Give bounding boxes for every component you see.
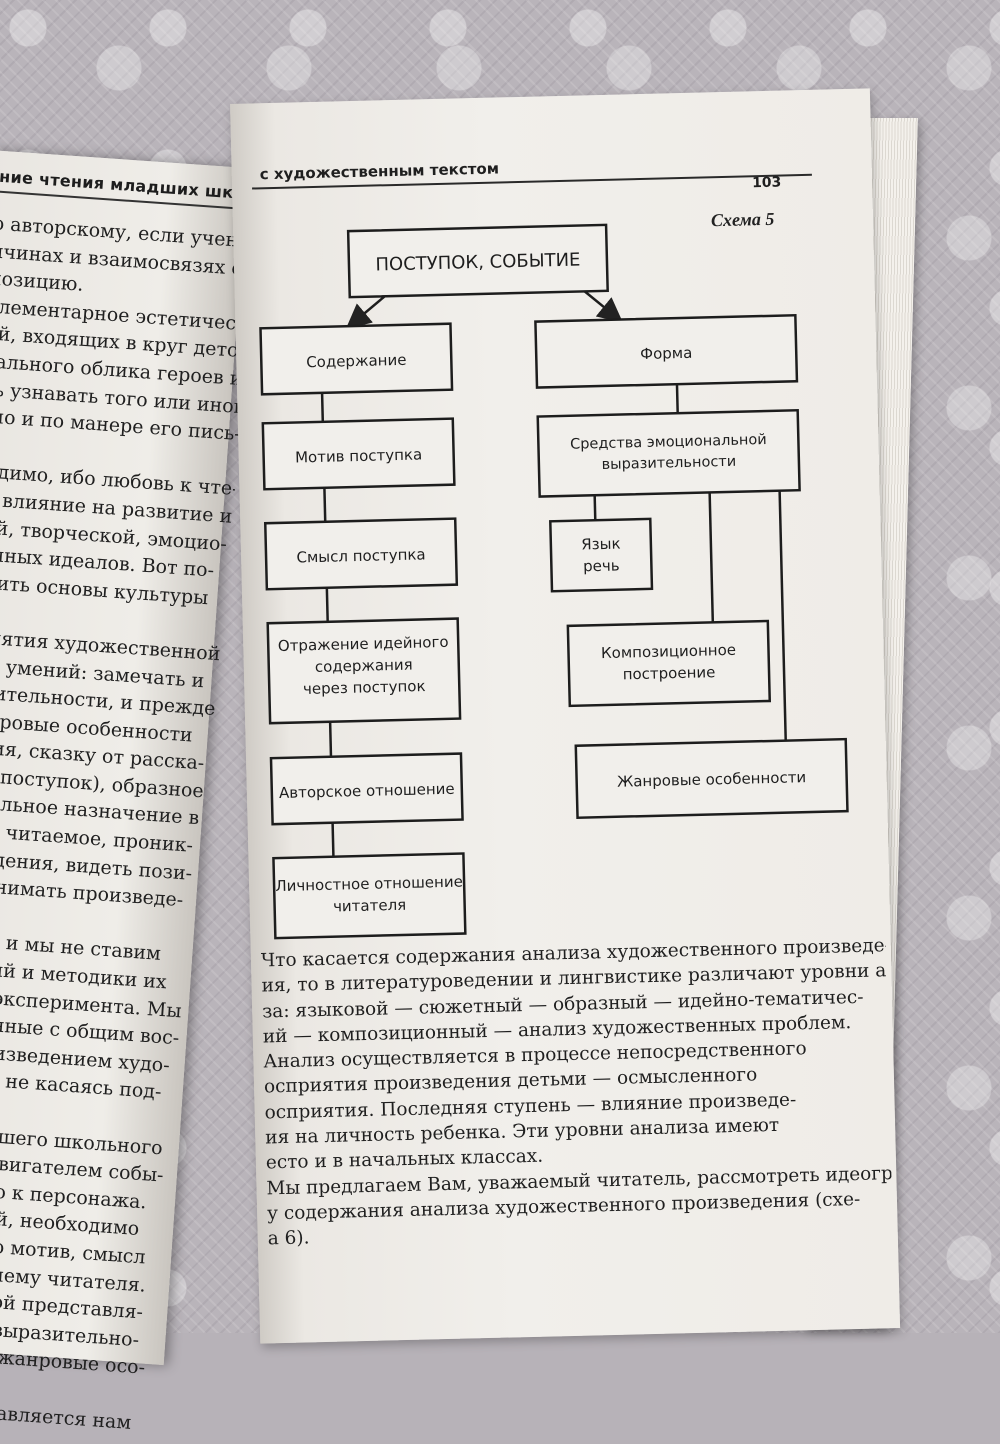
genre-label: Жанровые особенности <box>617 768 807 791</box>
connector <box>708 492 715 623</box>
right-page: с художественным текстом 103 Схема 5 <box>230 88 901 1344</box>
connector <box>320 392 325 422</box>
reflection-box <box>266 617 462 725</box>
connector <box>328 721 333 757</box>
left-arrow <box>345 295 386 330</box>
scheme-diagram: ПОСТУПОК, СОБЫТИЕ Содержание Мотив посту… <box>259 223 849 940</box>
language-label: Языкречь <box>581 535 621 576</box>
reader-attitude-label: Личностное отношениечитателя <box>275 873 463 917</box>
connector <box>778 490 787 741</box>
means-box <box>536 408 801 498</box>
composition-box <box>566 619 772 708</box>
right-arrow <box>583 290 623 323</box>
connector <box>593 495 597 521</box>
composition-label: Композиционноепостроение <box>601 641 737 684</box>
right-page-text: Что касается содержания анализа художест… <box>261 933 893 1252</box>
reader-attitude-box <box>272 852 467 940</box>
connector <box>325 587 329 622</box>
means-label: Средства эмоциональнойвыразительности <box>570 432 767 474</box>
meaning-box <box>263 517 459 591</box>
motive-box <box>261 417 456 491</box>
form-label: Форма <box>640 344 693 363</box>
root-box <box>346 223 609 299</box>
connector <box>331 822 335 857</box>
connector <box>323 487 327 522</box>
motive-label: Мотив поступка <box>295 445 423 466</box>
meaning-label: Смысл поступка <box>296 545 426 566</box>
form-box <box>534 313 799 389</box>
author-attitude-box <box>269 752 464 826</box>
genre-box <box>574 737 849 820</box>
author-attitude-label: Авторское отношение <box>279 780 455 802</box>
language-box <box>549 517 654 593</box>
reflection-label: Отражение идейногосодержаниячерез поступ… <box>278 633 450 699</box>
page-number: 103 <box>751 174 782 192</box>
content-box <box>259 322 454 396</box>
content-label: Содержание <box>306 351 407 371</box>
connector <box>675 384 679 414</box>
root-label: ПОСТУПОК, СОБЫТИЕ <box>375 249 580 275</box>
right-running-head: с художественным текстом <box>259 159 500 184</box>
